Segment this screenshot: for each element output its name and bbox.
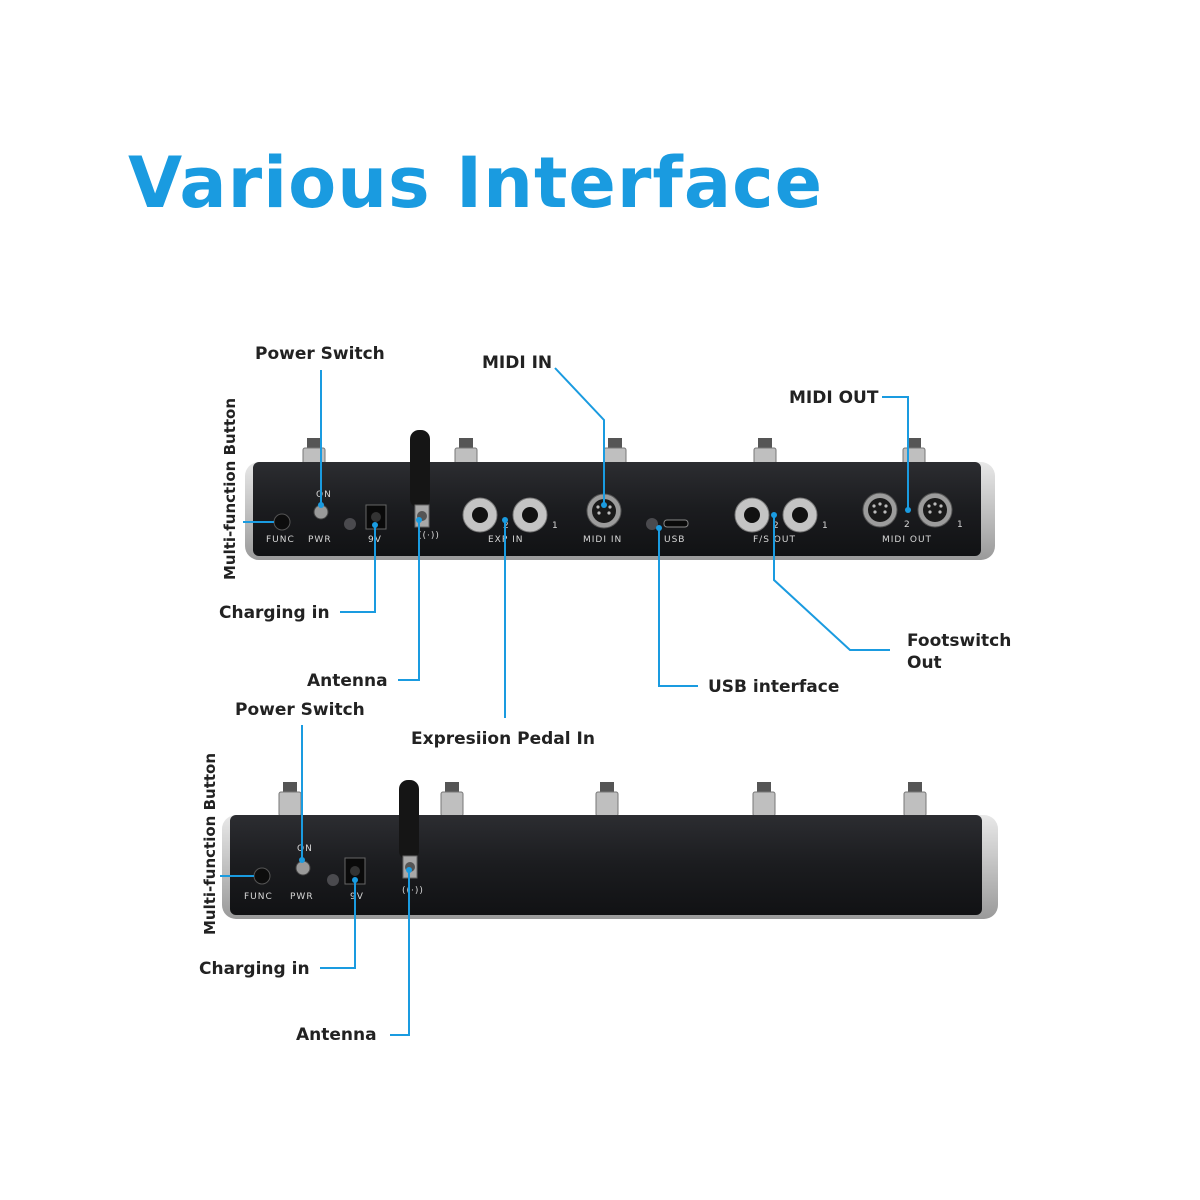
- leader-usb: [658, 528, 698, 687]
- page-title: Various Interface: [128, 142, 824, 224]
- antenna-icon-bottom: [399, 780, 419, 879]
- leader-antenna: [398, 520, 420, 681]
- midi-out-port-2-label: 2: [904, 520, 911, 530]
- pwr-label-bottom: PWR: [290, 892, 314, 902]
- callout-midi-in: MIDI IN: [482, 353, 553, 373]
- func-button[interactable]: [273, 513, 291, 531]
- bottom-leader-dots: [299, 857, 412, 883]
- leader-charging-in: [340, 525, 376, 613]
- device-body-bottom: [230, 815, 982, 915]
- exp-in-jack-2[interactable]: [462, 497, 498, 533]
- callout-b-charging-in: Charging in: [199, 959, 310, 979]
- midi-out-port-1[interactable]: [917, 492, 953, 528]
- footswitch-b5: [903, 782, 927, 817]
- usb-label: USB: [664, 535, 685, 545]
- fs-out-jack-2[interactable]: [734, 497, 770, 533]
- func-label: FUNC: [266, 535, 295, 545]
- bottom-device: FUNC ON PWR 9V ((·)): [220, 725, 998, 1036]
- pwr-label: PWR: [308, 535, 332, 545]
- footswitch-b2: [440, 782, 464, 817]
- leader-footswitch-out: [773, 515, 890, 651]
- top-leader-dots: [318, 502, 911, 531]
- footswitch-2: [454, 438, 478, 465]
- usb-port[interactable]: [663, 519, 689, 528]
- exp-port-1-label: 1: [552, 521, 559, 531]
- callout-usb-interface: USB interface: [708, 677, 840, 697]
- nine-v-label-bottom: 9V: [350, 892, 364, 902]
- footswitch-3: [603, 438, 627, 465]
- footswitch-b4: [752, 782, 776, 817]
- fs-port-2-label: 2: [773, 521, 780, 531]
- func-label-bottom: FUNC: [244, 892, 273, 902]
- top-device: FUNC ON PWR 9V ((·)) 2 1 EXP IN: [243, 367, 995, 718]
- callout-midi-out: MIDI OUT: [789, 388, 879, 408]
- bottom-leader-lines: [220, 725, 410, 1036]
- wireless-icon-bottom: ((·)): [402, 886, 424, 896]
- midi-in-label: MIDI IN: [583, 535, 622, 545]
- midi-out-label: MIDI OUT: [882, 535, 932, 545]
- wireless-icon: ((·)): [418, 531, 440, 541]
- midi-in-port[interactable]: [586, 493, 622, 529]
- footswitch-4: [753, 438, 777, 465]
- on-label: ON: [316, 490, 332, 500]
- callout-footswitch-out-line2: Out: [907, 653, 942, 673]
- callout-b-antenna: Antenna: [296, 1025, 377, 1045]
- leader-b-antenna: [390, 870, 410, 1036]
- callout-footswitch-out-line1: Footswitch: [907, 631, 1012, 651]
- status-led-bottom: [327, 874, 339, 886]
- callout-b-power-switch: Power Switch: [235, 700, 365, 720]
- footswitch-5: [902, 438, 926, 465]
- midi-out-port-2[interactable]: [862, 492, 898, 528]
- exp-in-jack-1[interactable]: [512, 497, 548, 533]
- fs-port-1-label: 1: [822, 521, 829, 531]
- fs-out-jack-1[interactable]: [782, 497, 818, 533]
- leader-midi-out: [882, 396, 909, 510]
- callout-antenna: Antenna: [307, 671, 388, 691]
- leader-midi-in: [554, 367, 605, 505]
- top-leader-lines: [243, 367, 909, 718]
- func-button-bottom[interactable]: [253, 867, 271, 885]
- callout-b-multi-function: Multi-function Button: [201, 752, 219, 935]
- status-led: [344, 518, 356, 530]
- callout-charging-in: Charging in: [219, 603, 330, 623]
- footswitch-b3: [595, 782, 619, 817]
- callout-multi-function: Multi-function Button: [221, 397, 239, 580]
- callout-expression-pedal-in: Expresiion Pedal In: [411, 729, 595, 749]
- callout-power-switch: Power Switch: [255, 344, 385, 364]
- leader-b-charging-in: [320, 880, 356, 969]
- footswitch-b1: [278, 782, 302, 817]
- power-switch-bottom[interactable]: [295, 860, 311, 876]
- on-label-bottom: ON: [297, 844, 313, 854]
- status-led-2: [646, 518, 658, 530]
- midi-out-port-1-label: 1: [957, 520, 964, 530]
- callout-footswitch-out: Footswitch Out: [907, 630, 1011, 674]
